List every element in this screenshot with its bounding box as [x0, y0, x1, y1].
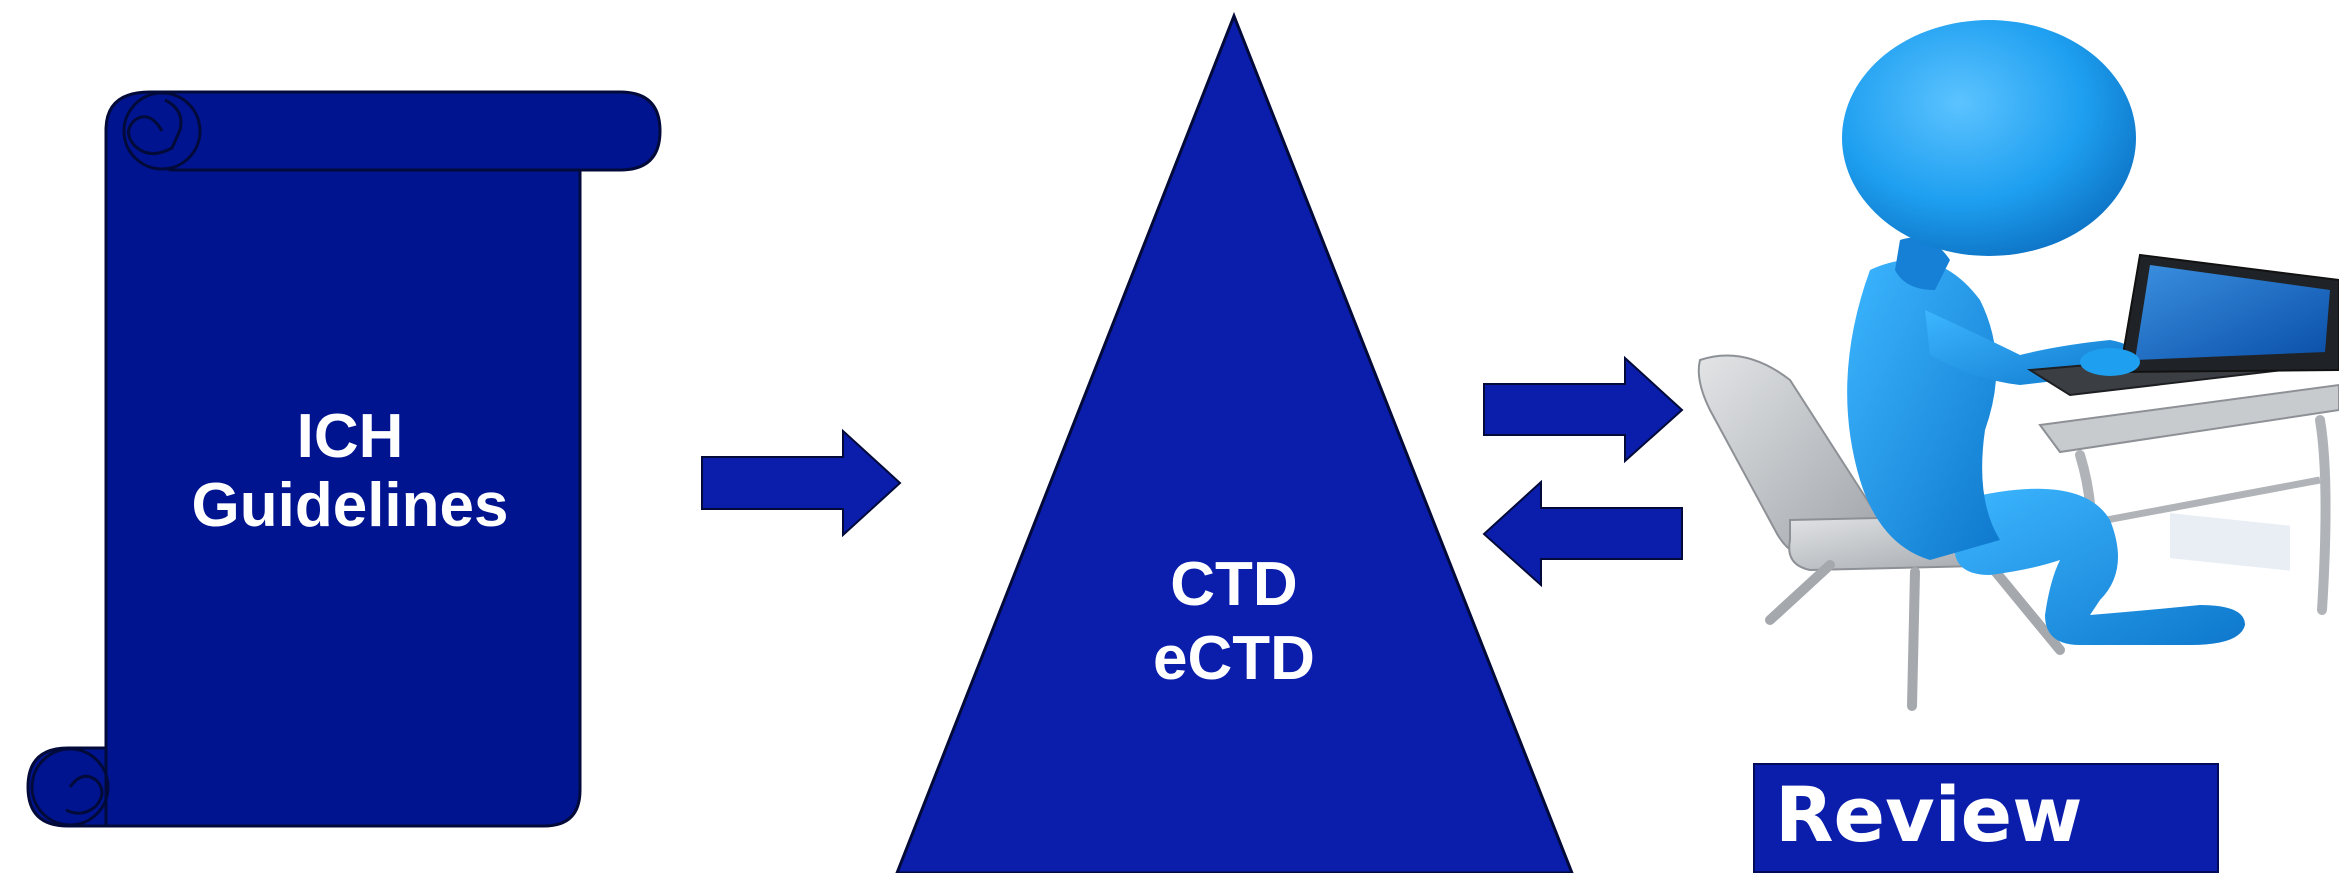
person-hand	[2080, 348, 2140, 376]
chair-leg-front-left	[1765, 560, 1835, 625]
review-box: Review	[1753, 763, 2219, 873]
desk-leg-right	[2315, 415, 2331, 615]
chair-leg-back	[1985, 560, 2065, 655]
desk-top	[2038, 383, 2339, 454]
person-at-laptop-icon	[1697, 20, 2339, 711]
scroll-top-roll	[168, 90, 662, 172]
laptop-window	[2170, 513, 2290, 571]
scroll-top-curl-inner	[127, 98, 183, 155]
review-label: Review	[1775, 770, 2083, 859]
chair-leg-front-right	[1907, 567, 1920, 711]
person-leg	[1954, 488, 2245, 645]
laptop-display	[2135, 265, 2330, 360]
scroll-icon	[26, 90, 662, 828]
arrow-right-to-reviewer	[1483, 355, 1684, 464]
ctd-line: CTD	[1170, 550, 1298, 619]
person-neck	[1895, 237, 1950, 290]
scroll-sheet	[104, 90, 622, 828]
ich-line: ICH	[296, 402, 404, 471]
guidelines-line: Guidelines	[191, 471, 509, 541]
scroll-bottom-curl-inner	[65, 774, 104, 815]
arrow-left-from-reviewer	[1482, 479, 1683, 588]
arrow-right-to-ctd	[701, 428, 902, 538]
ectd-line: eCTD	[1153, 624, 1315, 694]
person-head	[1842, 20, 2136, 256]
triangle-shape	[894, 11, 1575, 875]
ctd-ectd-label: CTD eCTD	[1034, 548, 1434, 697]
ich-guidelines-label: ICH Guidelines	[110, 402, 590, 541]
